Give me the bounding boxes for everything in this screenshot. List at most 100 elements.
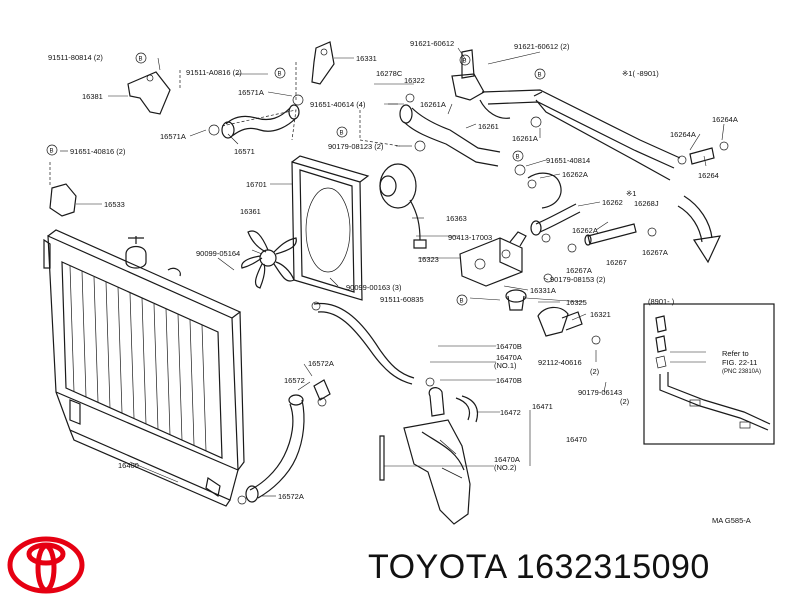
callout-16321: 16321 — [590, 310, 611, 319]
fan-motor-16363 — [379, 163, 427, 249]
upper-hose-16571 — [208, 94, 304, 139]
lower-hose-16572 — [237, 379, 331, 505]
leader-lines — [60, 47, 725, 497]
callout-16325: 16325 — [566, 298, 587, 307]
callout-16268j: 16268J — [634, 199, 659, 208]
pipe-16267 — [567, 223, 657, 253]
callout-16571: 16571 — [234, 147, 255, 156]
bolt-marker-label: B — [340, 131, 344, 137]
callout-16262: 16262 — [602, 198, 623, 207]
callout-16470a-1-note: (NO.1) — [494, 361, 517, 370]
callout-16471: 16471 — [532, 402, 553, 411]
bolt-marker-label: B — [516, 155, 520, 161]
callout-91621-60612a: 91621-60612 — [410, 39, 454, 48]
callout-16322: 16322 — [404, 76, 425, 85]
hose-16472 — [455, 395, 479, 423]
callout-16261: 16261 — [478, 122, 499, 131]
callout-16470b-b: 16470B — [496, 376, 522, 385]
callout-16363: 16363 — [446, 214, 467, 223]
callout-16470a-2-note: (NO.2) — [494, 463, 517, 472]
callout-90413-17003: 90413-17003 — [448, 233, 492, 242]
callout-90179-08123: 90179-08123 (2) — [328, 142, 384, 151]
callout-90099-05164: 90099-05164 — [196, 249, 240, 258]
callout-16470b-a: 16470B — [496, 342, 522, 351]
callout-90179-06143: 90179-06143 — [578, 388, 622, 397]
callout-16472: 16472 — [500, 408, 521, 417]
fan-blade-16361 — [241, 230, 297, 289]
callout-16470a-2: 16470A — [494, 455, 520, 464]
callout-16264: 16264 — [698, 171, 719, 180]
inset-panel — [643, 303, 775, 445]
bolt-markers — [46, 52, 546, 306]
callout-16264a-b: 16264A — [712, 115, 738, 124]
diagram-ref-code: MA G585-A — [712, 516, 751, 525]
callout-16261a-b: 16261A — [512, 134, 538, 143]
callout-91651-40814: 91651-40814 — [546, 156, 590, 165]
callout-16572a-top: 16572A — [308, 359, 334, 368]
inset-ref-line3: (PNC 23810A) — [722, 369, 761, 375]
callout-16331: 16331 — [356, 54, 377, 63]
callout-91511-a0816: 91511-A0816 (2) — [186, 68, 242, 77]
callout-16571a-left: 16571A — [160, 132, 186, 141]
bracket-16381 — [108, 71, 171, 115]
bolt-marker-label: B — [278, 72, 282, 78]
callout-16264a-a: 16264A — [670, 130, 696, 139]
fan-shroud-16701 — [291, 155, 370, 301]
brand-name: TOYOTA — [368, 548, 506, 586]
callout-16278c: 16278C — [376, 69, 403, 78]
bolt-marker-label: B — [50, 149, 54, 155]
callout-16331a: 16331A — [530, 286, 556, 295]
callout-16262a-a: 16262A — [562, 170, 588, 179]
water-inlet-16321 — [537, 306, 583, 337]
water-pipe-16261 — [399, 49, 681, 181]
callout-serial-note: ※1( -8901) — [622, 69, 659, 78]
callout-serial-note2: ※1 — [626, 189, 636, 198]
callout-91511-60835: 91511-60835 — [380, 295, 424, 304]
radiator-16400 — [43, 229, 245, 507]
callout-90179-08163: 90179-08153 (2) — [550, 275, 606, 284]
callout-91621-60612b: 91621-60612 (2) — [514, 42, 570, 51]
inset-title: (8901- ) — [648, 297, 675, 306]
callout-90099-00163: 90099-00163 (3) — [346, 283, 402, 292]
thermostat-housing-16323 — [459, 231, 527, 287]
callout-16262a-b: 16262A — [572, 226, 598, 235]
reservoir-16470 — [379, 387, 471, 525]
product-caption: TOYOTA 1632315090 — [368, 548, 710, 587]
bracket-16533 — [49, 183, 102, 217]
bolt-marker-label: B — [460, 299, 464, 305]
callout-91651-40614: 91651-40614 (4) — [310, 100, 366, 109]
callout-91651-40816: 91651-40816 (2) — [70, 147, 126, 156]
callout-16400: 16400 — [118, 461, 139, 470]
inset-ref-line1: Refer to — [722, 349, 749, 358]
bolt-marker-label: B — [538, 73, 542, 79]
callout-16261a-a: 16261A — [420, 100, 446, 109]
callout-16572a-bot: 16572A — [278, 492, 304, 501]
callout-16533: 16533 — [104, 200, 125, 209]
callout-90179-06143-qty: (2) — [620, 397, 630, 406]
bracket-16331 — [311, 41, 354, 85]
callout-92112-40616: 92112-40616 — [538, 358, 582, 367]
bolt-marker-label: B — [463, 59, 467, 65]
bolt-marker-label: B — [139, 57, 143, 63]
inset-ref-line2: FIG. 22-11 — [722, 358, 757, 367]
part-number: 1632315090 — [515, 548, 710, 586]
toyota-logo — [7, 536, 85, 594]
hose-16262 — [527, 172, 581, 243]
callout-16571a-top: 16571A — [238, 88, 264, 97]
thermostat-16325 — [505, 289, 527, 311]
callout-16323: 16323 — [418, 255, 439, 264]
callout-16701: 16701 — [246, 180, 267, 189]
callout-91511-80814: 91511-80814 (2) — [48, 53, 103, 62]
callout-16572: 16572 — [284, 376, 305, 385]
callout-16267a-b: 16267A — [642, 248, 668, 257]
callout-16267: 16267 — [606, 258, 627, 267]
callout-16381: 16381 — [82, 92, 103, 101]
callout-16470: 16470 — [566, 435, 587, 444]
hose-16264 — [677, 141, 729, 165]
callout-16470a-1: 16470A — [496, 353, 522, 362]
direction-arrow — [677, 195, 722, 264]
callout-16267a-a: 16267A — [566, 266, 592, 275]
overflow-tube-16470b — [311, 301, 435, 387]
callout-92112-40616-qty: (2) — [590, 367, 600, 376]
